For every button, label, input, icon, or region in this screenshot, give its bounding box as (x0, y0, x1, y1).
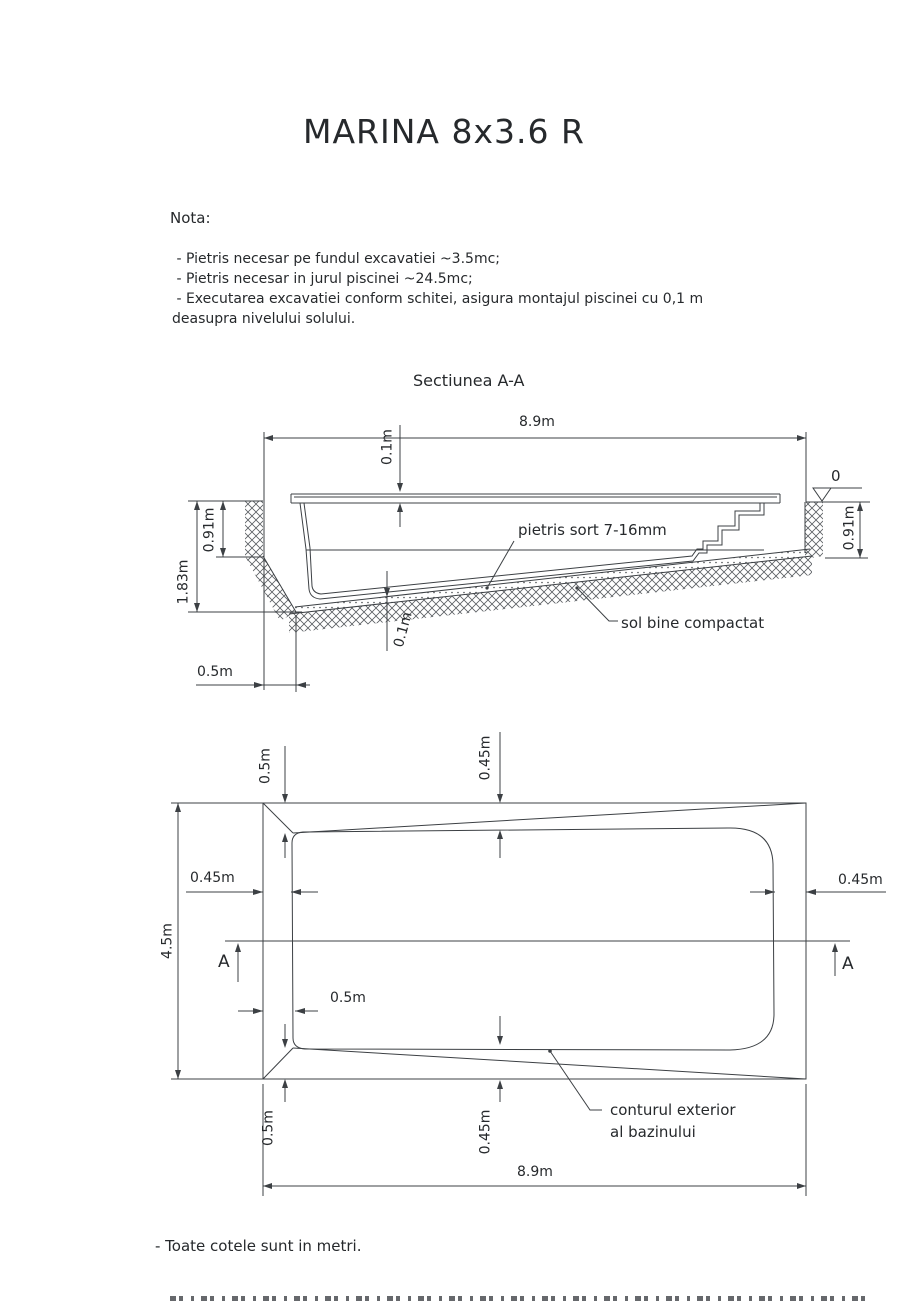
dim-label-bottom-offset: 0.5m (197, 664, 233, 680)
section-marker-right: A (842, 954, 854, 974)
dim-label-edge-top: 0.45m (477, 735, 494, 781)
dim-plan-width (262, 1084, 807, 1196)
clipped-text-artifact (170, 1296, 872, 1301)
section-view-drawing (188, 425, 870, 692)
dim-label-plan-width: 8.9m (517, 1164, 553, 1180)
dim-corner-bottom (282, 1024, 288, 1102)
dim-corner-top (282, 746, 288, 858)
soil-leader-line (575, 586, 618, 622)
dim-label-depth-left: 0.91m (201, 507, 218, 553)
dim-section-width (263, 432, 807, 690)
note-line-3: - Executarea excavatiei conform schitei,… (172, 291, 704, 307)
dim-label-total-depth: 1.83m (175, 559, 192, 605)
bank-slope-lines (262, 802, 807, 1080)
gravel-layer-band (289, 549, 812, 614)
dim-bottom-offset (196, 615, 310, 692)
note-line-1: - Pietris necesar pe fundul excavatiei ~… (172, 251, 500, 267)
dim-rim-height (397, 425, 403, 527)
dim-label-corner-top: 0.5m (257, 748, 274, 784)
section-marker-left: A (218, 952, 230, 972)
dim-total-depth (188, 501, 302, 613)
dim-edge-right (750, 889, 886, 895)
dim-corner-left-inner (238, 1008, 318, 1014)
contour-leader-line (548, 1049, 602, 1111)
dim-depth-right (825, 502, 868, 559)
section-title: Sectiunea A-A (413, 371, 525, 390)
dim-edge-bottom (497, 1016, 503, 1102)
dim-gravel-thickness (384, 571, 390, 651)
gravel-leader-line (485, 540, 515, 590)
dim-label-edge-right: 0.45m (838, 872, 883, 888)
dim-label-edge-left: 0.45m (190, 870, 235, 886)
footer-note: - Toate cotele sunt in metri. (155, 1237, 362, 1255)
note-line-4: deasupra nivelului solului. (172, 311, 356, 327)
dim-edge-left (186, 889, 318, 895)
contour-label-line-1: conturul exterior (610, 1101, 736, 1119)
dim-edge-top (497, 732, 503, 858)
page-title: MARINA 8x3.6 R (303, 112, 585, 151)
section-cut-line (225, 940, 850, 982)
pool-rim-plate (290, 493, 781, 504)
dim-label-section-width: 8.9m (519, 414, 555, 430)
pool-section-inner-line (303, 502, 761, 595)
soil-label: sol bine compactat (621, 614, 765, 632)
gravel-label: pietris sort 7-16mm (518, 521, 667, 539)
dim-label-plan-height: 4.5m (159, 923, 176, 959)
pool-section-outline (299, 502, 765, 600)
note-line-2: - Pietris necesar in jurul piscinei ~24.… (172, 271, 473, 287)
dim-label-depth-right: 0.91m (841, 505, 858, 551)
contour-label-line-2: al bazinului (610, 1123, 696, 1141)
dim-label-corner-bottom: 0.5m (260, 1110, 277, 1146)
dim-label-corner-left-inner: 0.5m (330, 990, 366, 1006)
dim-depth-left (216, 501, 263, 558)
dim-label-rim-height: 0.1m (379, 429, 396, 465)
level-zero-label: 0 (831, 467, 841, 485)
soil-hatch-areas (245, 501, 823, 633)
note-heading: Nota: (170, 209, 211, 227)
dim-plan-height (171, 802, 263, 1080)
pool-plan-contour (291, 827, 775, 1051)
level-zero-marker (812, 487, 862, 502)
plan-view-drawing (171, 732, 886, 1196)
dim-label-edge-bottom: 0.45m (477, 1109, 494, 1155)
